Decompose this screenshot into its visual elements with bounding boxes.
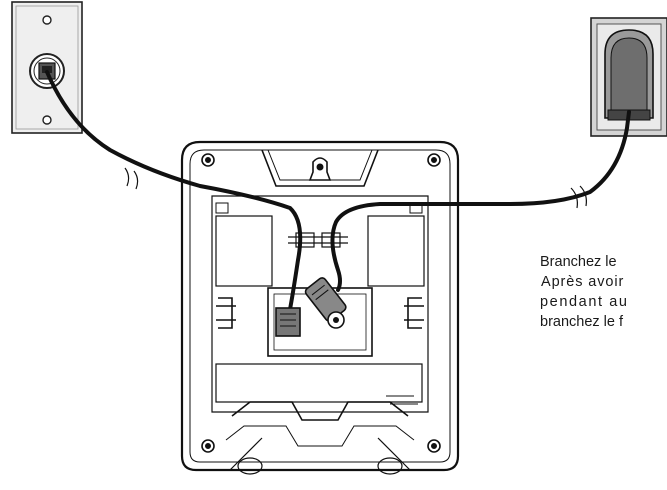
instruction-line: branchez le f: [540, 314, 624, 330]
phone-line-cord: [45, 70, 303, 337]
power-adapter-cord: [304, 110, 631, 329]
instruction-line: pendant au: [540, 294, 629, 310]
power-outlet-icon: [590, 17, 667, 137]
instruction-line: Branchez le: [540, 254, 617, 270]
instruction-text: Branchez le Après avoir pendant au branc…: [540, 252, 667, 332]
wall-phone-jack-icon: [11, 1, 83, 134]
instruction-line: Après avoir: [541, 274, 625, 290]
